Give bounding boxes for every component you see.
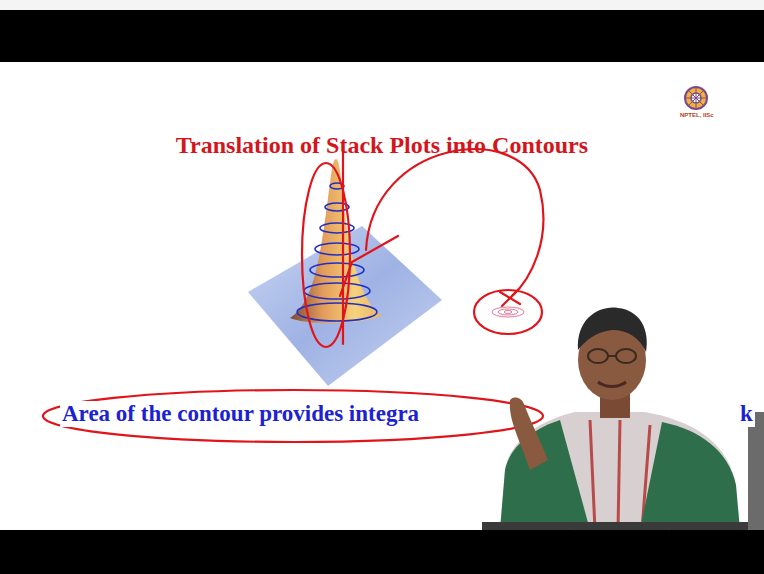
window-strip <box>0 0 764 10</box>
hand-annotation <box>43 149 543 442</box>
slide-title: Translation of Stack Plots into Contours <box>0 132 764 159</box>
contour-rings <box>297 183 377 321</box>
presenter <box>482 308 764 530</box>
top-bar <box>0 10 764 62</box>
logo-text: NPTEL, IISc <box>680 112 714 118</box>
slide-caption: Area of the contour provides integra <box>60 401 421 427</box>
caption-fragment: k <box>738 401 755 427</box>
bottom-bar <box>0 530 764 574</box>
nptel-logo <box>685 87 707 109</box>
mini-contours <box>492 307 524 317</box>
